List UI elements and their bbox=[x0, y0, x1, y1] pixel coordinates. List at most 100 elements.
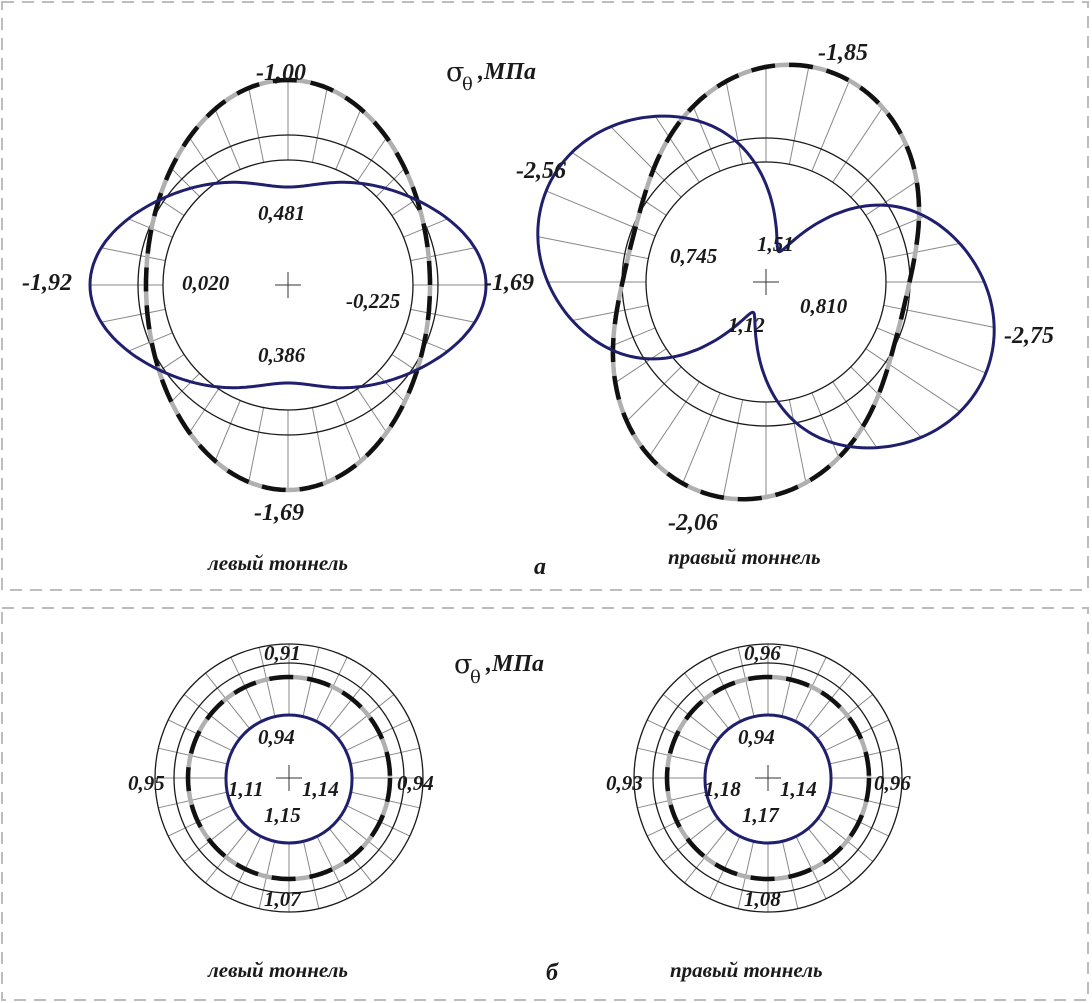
radial-line bbox=[183, 694, 241, 740]
radial-line bbox=[350, 747, 420, 765]
radial-line bbox=[230, 834, 263, 899]
radial-line bbox=[410, 247, 475, 262]
tunnel-b-left: 0,91 1,07 0,95 0,94 0,94 1,15 1,11 1,14 … bbox=[128, 641, 434, 982]
radial-line bbox=[850, 366, 922, 438]
grid-circle-inner bbox=[162, 159, 414, 411]
radial-line bbox=[648, 381, 700, 457]
panel-letter: а bbox=[534, 554, 546, 580]
radial-line bbox=[335, 108, 362, 170]
radial-line bbox=[168, 804, 233, 837]
radial-line bbox=[832, 107, 884, 183]
radial-line bbox=[214, 400, 241, 462]
value-inner-right: 1,14 bbox=[302, 777, 339, 801]
radial-line bbox=[737, 839, 755, 909]
radial-line bbox=[850, 142, 906, 198]
radial-line bbox=[205, 672, 251, 730]
radial-line bbox=[626, 366, 682, 422]
value-outer-bottom: -1,69 bbox=[254, 500, 304, 526]
radial-line bbox=[788, 66, 810, 165]
radial-line bbox=[781, 839, 799, 909]
radial-line bbox=[337, 694, 395, 740]
value-inner-top: 0,481 bbox=[258, 201, 305, 225]
radial-line bbox=[248, 87, 265, 163]
radial-line bbox=[188, 388, 220, 433]
value-inner-left: 1,11 bbox=[228, 777, 264, 801]
radial-line bbox=[647, 804, 712, 837]
value-inner-top: 0,94 bbox=[258, 725, 295, 749]
radial-line bbox=[311, 87, 328, 163]
radial-line bbox=[684, 672, 730, 730]
value-outer-top: -1,00 bbox=[256, 60, 306, 86]
panel-a-frame bbox=[1, 1, 1089, 591]
value-inner-bottom: 1,15 bbox=[264, 803, 301, 827]
stress-curve bbox=[536, 114, 996, 450]
radial-line bbox=[101, 308, 166, 323]
grid-circle-inner bbox=[645, 161, 887, 403]
radial-line bbox=[865, 180, 917, 216]
tunnel-caption: левый тоннель bbox=[207, 551, 348, 575]
radial-line bbox=[337, 816, 395, 862]
dashed-stress-curve bbox=[143, 77, 433, 493]
radial-line bbox=[170, 167, 200, 197]
tunnel-a-right: -1,85 -2,06 -2,56 -2,75 1,51 1,12 0,745 … bbox=[516, 40, 1054, 569]
tunnel-caption: левый тоннель bbox=[207, 958, 348, 982]
sigma-symbol: σ bbox=[446, 57, 464, 88]
radial-line bbox=[737, 647, 755, 717]
radial-line bbox=[662, 816, 720, 862]
radial-line bbox=[335, 400, 362, 462]
radial-line bbox=[709, 834, 742, 899]
unit-label: ,МПа bbox=[485, 651, 544, 677]
radial-line bbox=[824, 804, 889, 837]
radial-line bbox=[788, 399, 807, 483]
radial-line bbox=[311, 407, 328, 483]
radial-line bbox=[794, 657, 827, 722]
value-outer-bottom: -2,06 bbox=[668, 510, 718, 536]
radial-line bbox=[662, 694, 720, 740]
dashed-stress-curve bbox=[610, 62, 922, 502]
tunnel-caption: правый тоннель bbox=[668, 545, 821, 569]
radial-line bbox=[572, 304, 649, 321]
radial-line bbox=[654, 116, 700, 183]
radial-line bbox=[794, 834, 827, 899]
radial-line bbox=[345, 804, 410, 837]
radial-line bbox=[158, 791, 228, 809]
value-inner-top: 0,94 bbox=[738, 725, 775, 749]
radial-line bbox=[376, 167, 406, 197]
radial-line bbox=[682, 392, 721, 484]
radial-line bbox=[410, 308, 475, 323]
value-inner-left: 1,18 bbox=[704, 777, 741, 801]
radial-line bbox=[709, 657, 742, 722]
radial-line bbox=[832, 381, 878, 448]
radial-line bbox=[806, 826, 852, 884]
grid-circle-outer bbox=[154, 643, 424, 913]
tunnel-a-left: -1,00 -1,69 -1,92 -1,69 0,481 0,386 0,02… bbox=[22, 60, 534, 575]
value-outer-bottom: 1,08 bbox=[744, 887, 781, 911]
radial-lines bbox=[90, 80, 486, 490]
dashed-stress-curve bbox=[664, 674, 872, 882]
radial-line bbox=[692, 106, 721, 172]
radial-line bbox=[647, 719, 712, 752]
radial-line bbox=[315, 657, 348, 722]
value-outer-left: 0,95 bbox=[128, 771, 165, 795]
value-inner-left: 0,745 bbox=[670, 244, 717, 268]
radial-line bbox=[158, 747, 228, 765]
radial-line bbox=[214, 108, 241, 170]
radial-line bbox=[302, 839, 320, 909]
value-outer-left: -2,56 bbox=[516, 158, 566, 184]
panel-a-title: σ θ ,МПа bbox=[446, 57, 536, 95]
radial-line bbox=[781, 647, 799, 717]
center-cross bbox=[276, 765, 302, 791]
radial-line bbox=[188, 137, 220, 182]
panel-b-frame bbox=[1, 607, 1089, 1001]
panel-b: σ θ ,МПа 0,91 1,07 0,95 0,94 0,94 1,15 1… bbox=[128, 641, 911, 986]
value-outer-right: -1,69 bbox=[484, 270, 534, 296]
radial-line bbox=[356, 388, 388, 433]
grid-circle-outer bbox=[633, 643, 903, 913]
value-outer-bottom: 1,07 bbox=[264, 887, 302, 911]
value-inner-bottom: 0,386 bbox=[258, 343, 306, 367]
radial-line bbox=[610, 126, 682, 198]
radial-line bbox=[258, 839, 276, 909]
radial-line bbox=[183, 816, 241, 862]
radial-line bbox=[168, 719, 233, 752]
